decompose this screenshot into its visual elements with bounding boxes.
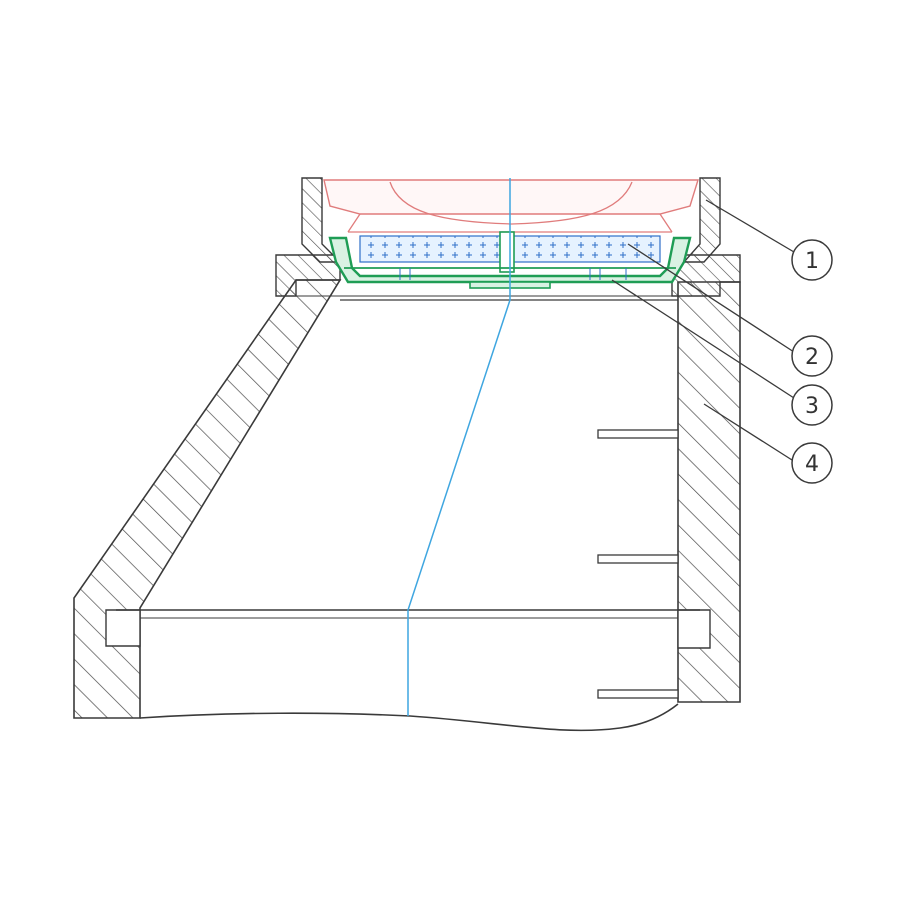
callout-4: 4 [791,442,833,484]
cone-right-notch [677,609,711,649]
break-line [139,703,679,732]
shaft-cone-body [73,279,741,732]
frame-right [682,177,721,263]
step-irons [597,429,679,699]
cover-frame [301,177,721,263]
filter-center-clip [499,231,515,273]
leader-1 [705,199,795,253]
callout-1-label: 1 [805,249,819,274]
leader-4 [703,403,793,461]
cone-left-wall [73,279,342,719]
callout-2: 2 [791,335,833,377]
bearing-ring [275,254,741,297]
step-iron [597,429,679,439]
callout-leaders [611,199,795,461]
cone-left-notch [105,609,141,647]
leader-2 [627,243,795,353]
step-iron [597,689,679,699]
callout-3-label: 3 [805,394,819,419]
callout-4-label: 4 [805,452,819,477]
grate [323,179,699,215]
step-iron [597,554,679,564]
callout-3: 3 [791,384,833,426]
callout-1: 1 [791,239,833,281]
callout-2-label: 2 [805,345,819,370]
leader-3 [611,279,795,399]
center-line [407,178,511,716]
